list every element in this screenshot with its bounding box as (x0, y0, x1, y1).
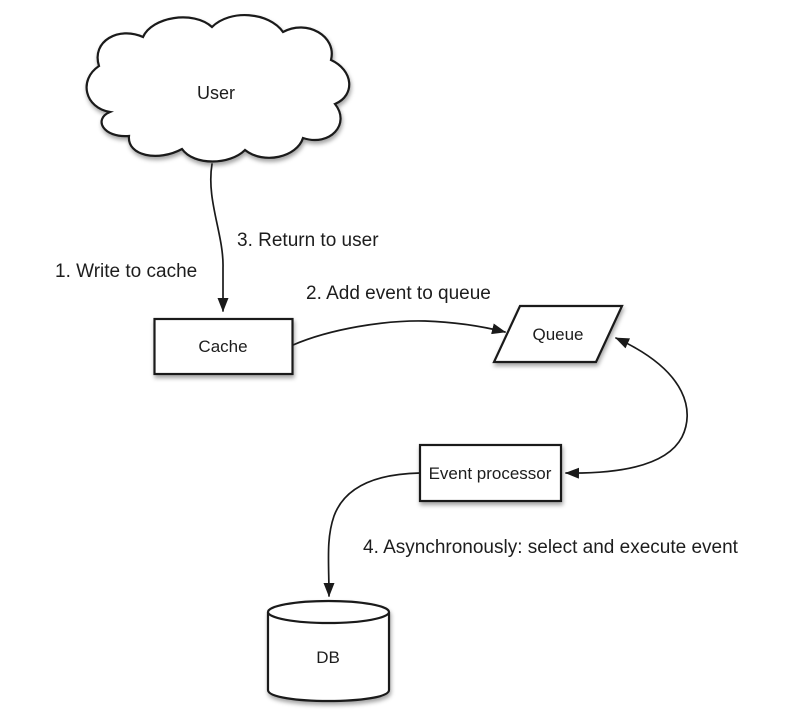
arrow-cache-to-queue (292, 320, 506, 346)
nodes-layer: User Cache Queue Event processor DB (85, 14, 624, 703)
db-node-label: DB (316, 648, 340, 667)
arrow-event-processor-to-db (323, 472, 421, 597)
arrow-user-to-cache (209, 163, 229, 312)
edges-layer (209, 163, 688, 597)
queue-parallelogram-shape (492, 304, 624, 364)
queue-node-label: Queue (532, 325, 583, 344)
db-cylinder-body (266, 612, 391, 703)
db-cylinder-top (266, 599, 391, 625)
db-cylinder-shape (266, 599, 391, 703)
event-processor-node-label: Event processor (429, 464, 552, 483)
annotation-async-select-execute: 4. Asynchronously: select and execute ev… (363, 537, 739, 558)
event-processor-box-shape (418, 443, 563, 503)
arrow-queue-event-processor-bidirectional (565, 337, 688, 479)
user-cloud-shape (85, 14, 351, 163)
annotation-write-to-cache: 1. Write to cache (55, 261, 197, 282)
user-node-label: User (197, 83, 235, 103)
cache-box-shape (153, 317, 294, 376)
annotation-add-event-to-queue: 2. Add event to queue (306, 283, 491, 304)
annotations-layer: 1. Write to cache 2. Add event to queue … (55, 230, 739, 558)
annotation-return-to-user: 3. Return to user (237, 230, 379, 251)
cache-node-label: Cache (198, 337, 247, 356)
